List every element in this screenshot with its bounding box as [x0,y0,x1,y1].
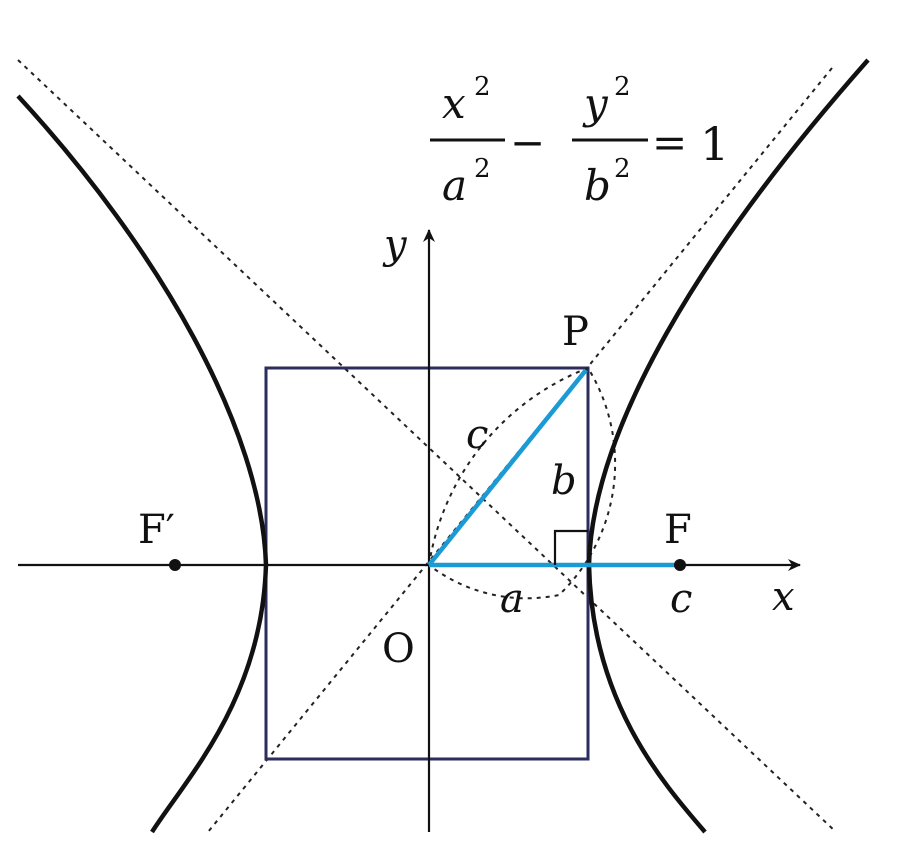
eq-num-x-exp: 2 [474,72,491,102]
equation: x 2 a 2 − y 2 b 2 = 1 [430,72,729,210]
label-y-axis: y [382,222,408,268]
right-angle-marker [553,529,588,565]
label-point-p: P [562,309,589,355]
label-length-c-axis: c [670,576,692,622]
hyperbola-left-branch [16,94,269,834]
asymptote-negative [207,67,833,833]
eq-rhs: 1 [700,117,729,171]
segment-op-c [427,368,588,567]
eq-num-y: y [582,79,609,128]
eq-minus: − [510,118,545,167]
eq-equals: = [652,118,687,167]
eq-den-b: b [584,161,611,210]
label-focus-left: F′ [138,507,175,553]
focus-right-dot [674,559,686,571]
eq-den-a-exp: 2 [474,154,491,184]
eq-den-a: a [442,161,467,210]
label-length-b: b [551,458,577,504]
eq-num-y-exp: 2 [614,72,631,102]
label-origin: O [382,626,415,672]
eq-num-x: x [442,79,466,128]
label-length-a: a [500,576,524,622]
asymptote-positive [17,59,837,833]
hyperbola-right-branch [586,58,870,834]
label-length-c-diagonal: c [466,412,488,458]
focus-left-dot [169,559,181,571]
label-focus-right: F [664,507,692,553]
eq-den-b-exp: 2 [614,154,631,184]
label-x-axis: x [772,574,795,620]
